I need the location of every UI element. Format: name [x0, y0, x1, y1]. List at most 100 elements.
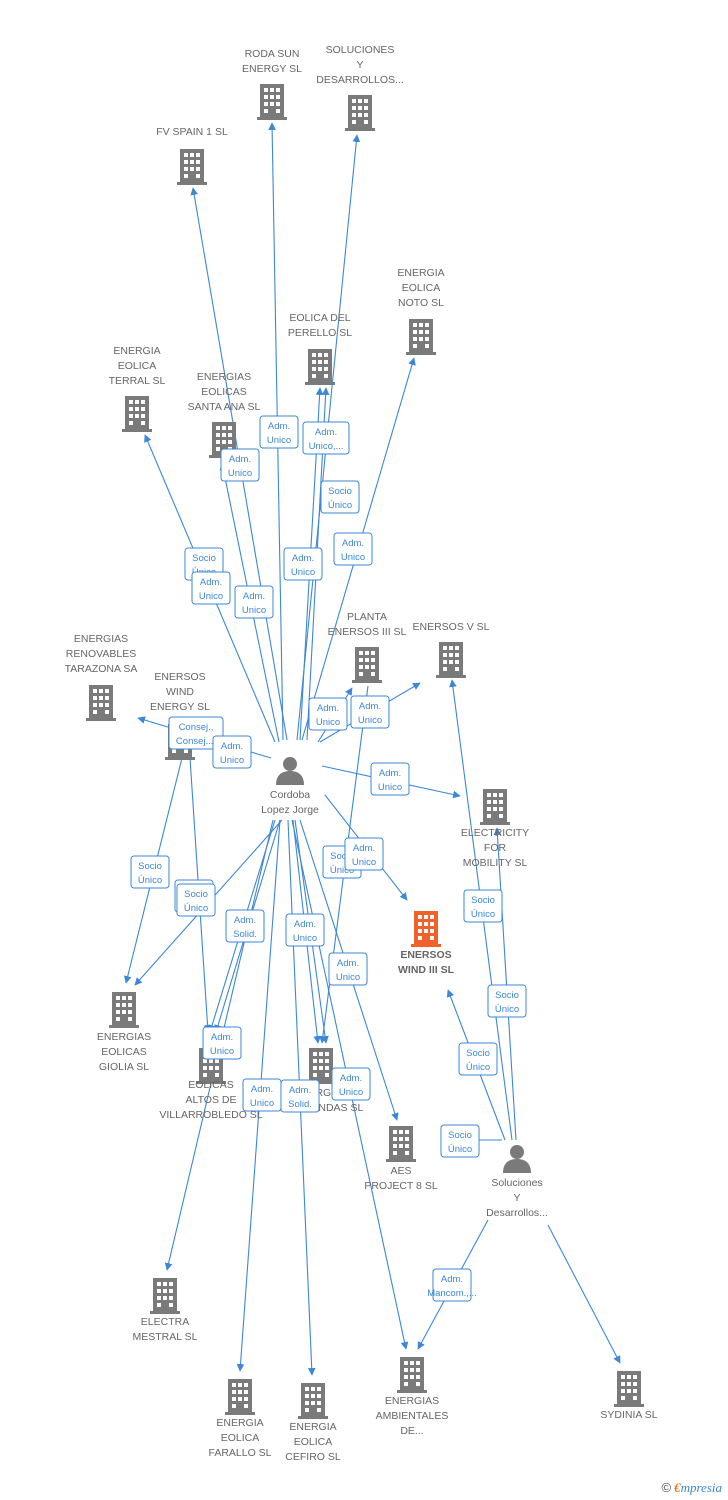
- role-badge[interactable]: Adm. Unico: [242, 1078, 282, 1112]
- brand-logo-initial: €: [674, 1480, 681, 1495]
- node-soluciones_top[interactable]: SOLUCIONESYDESARROLLOS...: [316, 44, 404, 131]
- role-badge[interactable]: Adm.Solid.: [280, 1079, 320, 1113]
- brand-footer[interactable]: ©€mpresia: [662, 1480, 723, 1496]
- role-badge-text: Unico: [316, 717, 340, 728]
- role-badge[interactable]: Adm.Unico,...: [302, 421, 350, 455]
- node-sydinia[interactable]: SYDINIA SL: [600, 1371, 658, 1421]
- node-label-tarazona: RENOVABLES: [66, 648, 136, 660]
- node-fv[interactable]: FV SPAIN 1 SL: [156, 126, 228, 185]
- role-badge[interactable]: Adm.Unico: [344, 837, 384, 871]
- role-badge-text: Adm.: [251, 1084, 273, 1095]
- role-badge-text: Adm.: [211, 1032, 233, 1043]
- role-badge-box: [176, 883, 216, 917]
- role-badge-text: Unico: [220, 755, 244, 766]
- role-badge-text: Unico: [378, 782, 402, 793]
- node-focus[interactable]: ENERSOS WIND III SL: [398, 911, 455, 976]
- role-badge[interactable]: Adm.Unico: [328, 952, 368, 986]
- role-badge[interactable]: Adm. Unico: [212, 735, 252, 769]
- node-enersosv[interactable]: ENERSOS V SL: [412, 621, 490, 678]
- building-icon: [614, 1371, 644, 1407]
- node-label-giolia: ENERGIAS: [97, 1031, 151, 1043]
- role-badge[interactable]: Adm.Unico: [191, 571, 231, 605]
- role-badge[interactable]: Adm.Unico: [331, 1067, 371, 1101]
- role-badge-text: Adm.: [353, 843, 375, 854]
- role-badge-text: Unico: [339, 1087, 363, 1098]
- role-badge-text: Adm.: [379, 768, 401, 779]
- role-badge-text: Adm.: [229, 454, 251, 465]
- node-label-farallo: FARALLO SL: [208, 1447, 271, 1459]
- node-label-wind: WIND: [166, 686, 194, 698]
- role-badge[interactable]: Consej.,Consej....: [168, 716, 224, 750]
- node-label-focus: WIND III SL: [398, 964, 455, 976]
- building-icon: [386, 1126, 416, 1162]
- node-label-cordoba: Cordoba: [270, 789, 310, 801]
- node-label-mestral: ELECTRA: [141, 1316, 189, 1328]
- role-badge-text: Unico: [210, 1046, 234, 1057]
- role-badge[interactable]: Adm.Unico: [234, 585, 274, 619]
- role-badge[interactable]: Adm.Unico: [283, 547, 323, 581]
- node-ambientales[interactable]: ENERGIASAMBIENTALESDE...: [376, 1357, 449, 1437]
- role-badge[interactable]: Adm.Solid.: [225, 909, 265, 943]
- role-badge-text: Adm.: [359, 701, 381, 712]
- role-badge-text: Adm.: [243, 591, 265, 602]
- node-label-ambientales: ENERGIAS: [385, 1395, 439, 1407]
- role-badge-text: Adm.: [337, 958, 359, 969]
- role-badge-text: Unico: [250, 1098, 274, 1109]
- role-badge[interactable]: Adm.Unico: [285, 913, 325, 947]
- node-label-terral: TERRAL SL: [109, 375, 166, 387]
- node-label-soluciones_top: SOLUCIONES: [326, 44, 395, 56]
- role-badge[interactable]: Adm.Unico: [333, 532, 373, 566]
- role-badge[interactable]: Adm.Unico: [308, 697, 348, 731]
- building-icon: [225, 1379, 255, 1415]
- copyright-icon: ©: [661, 1480, 672, 1495]
- building-icon: [480, 789, 510, 825]
- node-label-electricity: MOBILITY SL: [463, 857, 528, 869]
- role-badge-text: Socio: [495, 990, 519, 1001]
- role-badge[interactable]: Adm.Unico: [220, 448, 260, 482]
- role-badge[interactable]: Adm. Unico: [370, 762, 410, 796]
- role-badge-text: Socio: [192, 553, 216, 564]
- role-badge-text: Adm.: [268, 421, 290, 432]
- node-label-focus: ENERSOS: [400, 949, 451, 961]
- role-badge[interactable]: Adm.Unico: [259, 415, 299, 449]
- role-badge[interactable]: Adm. Unico: [202, 1026, 242, 1060]
- node-label-aes: PROJECT 8 SL: [364, 1180, 437, 1192]
- role-badge-text: Consej.,: [179, 722, 214, 733]
- role-badge[interactable]: Adm.Unico: [350, 695, 390, 729]
- node-label-ambientales: DE...: [400, 1425, 423, 1437]
- role-badge-text: Adm.: [292, 553, 314, 564]
- role-badge-text: Adm.: [294, 919, 316, 930]
- node-label-soluciones_top: Y: [356, 59, 363, 71]
- node-label-soluciones_p: Desarrollos...: [486, 1207, 548, 1219]
- role-badge-text: Único: [471, 909, 495, 920]
- role-badge-box: [487, 984, 527, 1018]
- role-badge[interactable]: Adm.Mancom.,...: [427, 1268, 477, 1302]
- node-label-soluciones_p: Y: [513, 1192, 520, 1204]
- node-soluciones_p[interactable]: SolucionesYDesarrollos...: [486, 1145, 548, 1219]
- node-label-sydinia: SYDINIA SL: [600, 1409, 657, 1421]
- role-badge-text: Adm.: [221, 741, 243, 752]
